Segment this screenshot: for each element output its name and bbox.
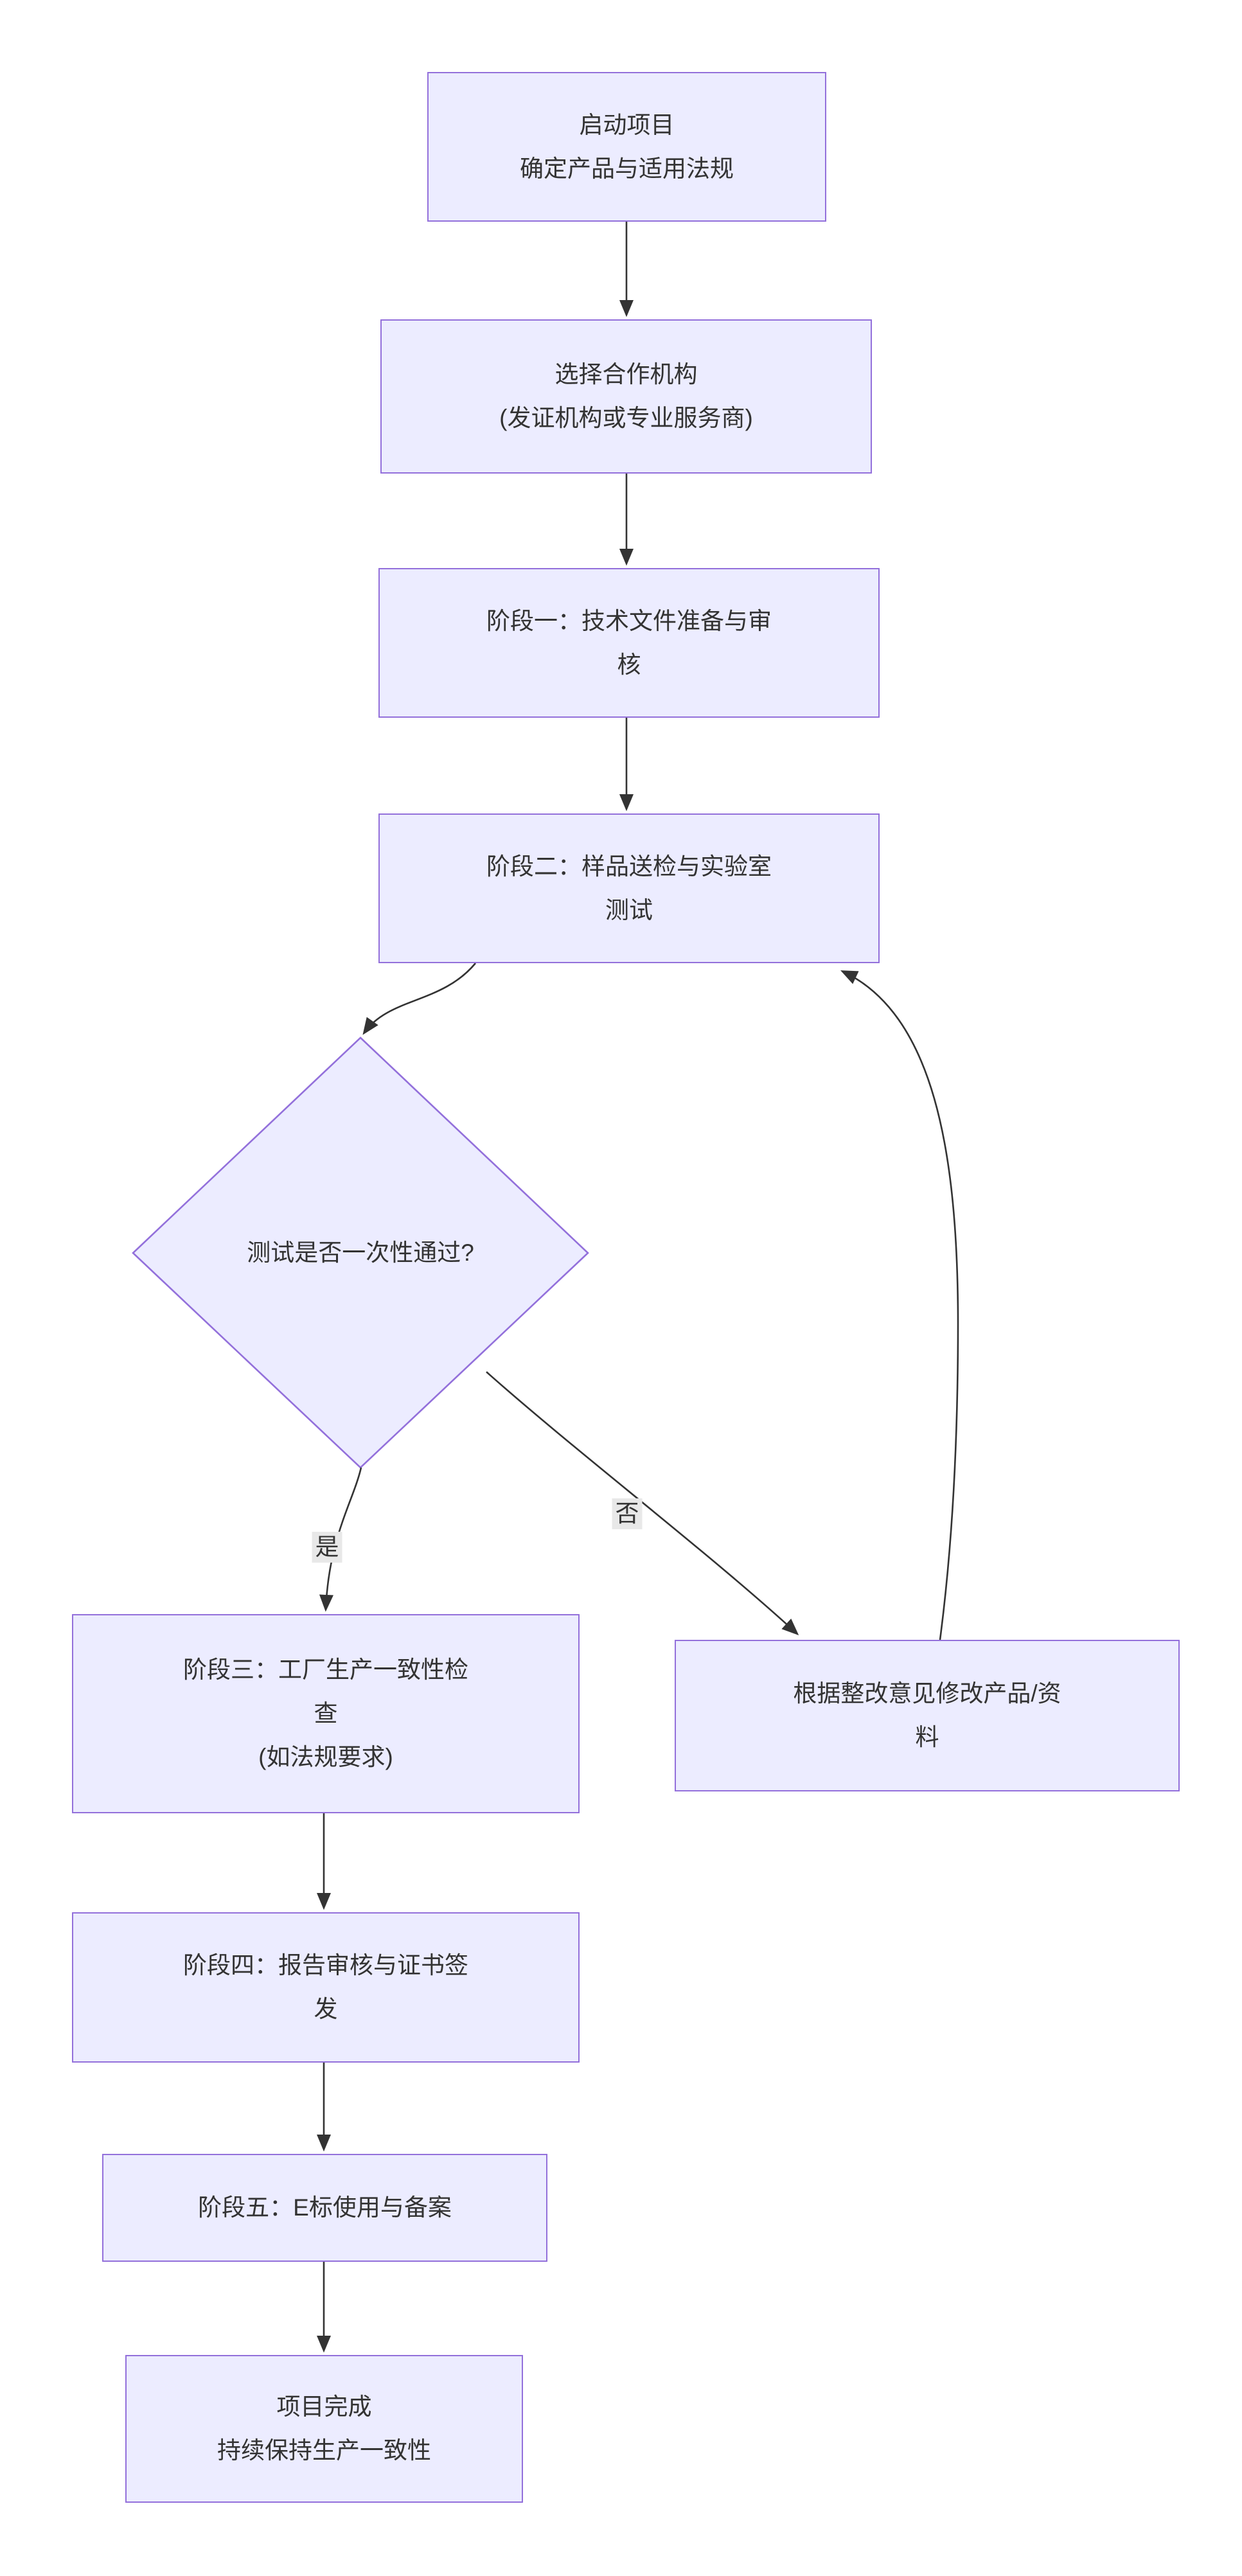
- node-select-partner: 选择合作机构 (发证机构或专业服务商): [380, 319, 872, 474]
- node-phase1-label: 阶段一：技术文件准备与审 核: [486, 607, 772, 678]
- edge-label-yes: 是: [312, 1531, 342, 1563]
- node-phase5-label: 阶段五：E标使用与备案: [198, 2194, 452, 2221]
- node-complete: 项目完成 持续保持生产一致性: [125, 2355, 523, 2503]
- node-rework: 根据整改意见修改产品/资 料: [675, 1640, 1180, 1791]
- edge-decision-yes-to-phase3: [319, 1467, 362, 1612]
- node-phase4-label: 阶段四：报告审核与证书签 发: [183, 1952, 468, 2022]
- decision-test-pass: 测试是否一次性通过?: [168, 1231, 553, 1275]
- node-start-label: 启动项目 确定产品与适用法规: [520, 111, 734, 182]
- node-phase1-doc-prep: 阶段一：技术文件准备与审 核: [378, 568, 880, 718]
- node-start: 启动项目 确定产品与适用法规: [427, 72, 826, 222]
- edge-label-no: 否: [612, 1498, 643, 1530]
- node-rework-label: 根据整改意见修改产品/资 料: [793, 1680, 1061, 1750]
- node-phase2-label: 阶段二：样品送检与实验室 测试: [486, 853, 772, 923]
- edge-decision-no-to-rework: [486, 1371, 799, 1635]
- node-phase3-label: 阶段三：工厂生产一致性检 查 (如法规要求): [183, 1657, 468, 1770]
- node-complete-label: 项目完成 持续保持生产一致性: [217, 2394, 431, 2464]
- node-phase3-factory-inspection: 阶段三：工厂生产一致性检 查 (如法规要求): [72, 1614, 580, 1813]
- node-select-partner-label: 选择合作机构 (发证机构或专业服务商): [499, 361, 753, 431]
- node-phase5-emark: 阶段五：E标使用与备案: [102, 2154, 547, 2262]
- node-phase2-lab-test: 阶段二：样品送检与实验室 测试: [378, 813, 880, 963]
- edge-label-no-text: 否: [615, 1500, 639, 1527]
- edge-rework-to-phase2: [840, 970, 959, 1640]
- edge-label-yes-text: 是: [315, 1533, 339, 1560]
- edge-phase2-to-decision: [362, 963, 477, 1035]
- decision-test-pass-label: 测试是否一次性通过?: [247, 1239, 474, 1266]
- node-phase4-report-cert: 阶段四：报告审核与证书签 发: [72, 1912, 580, 2063]
